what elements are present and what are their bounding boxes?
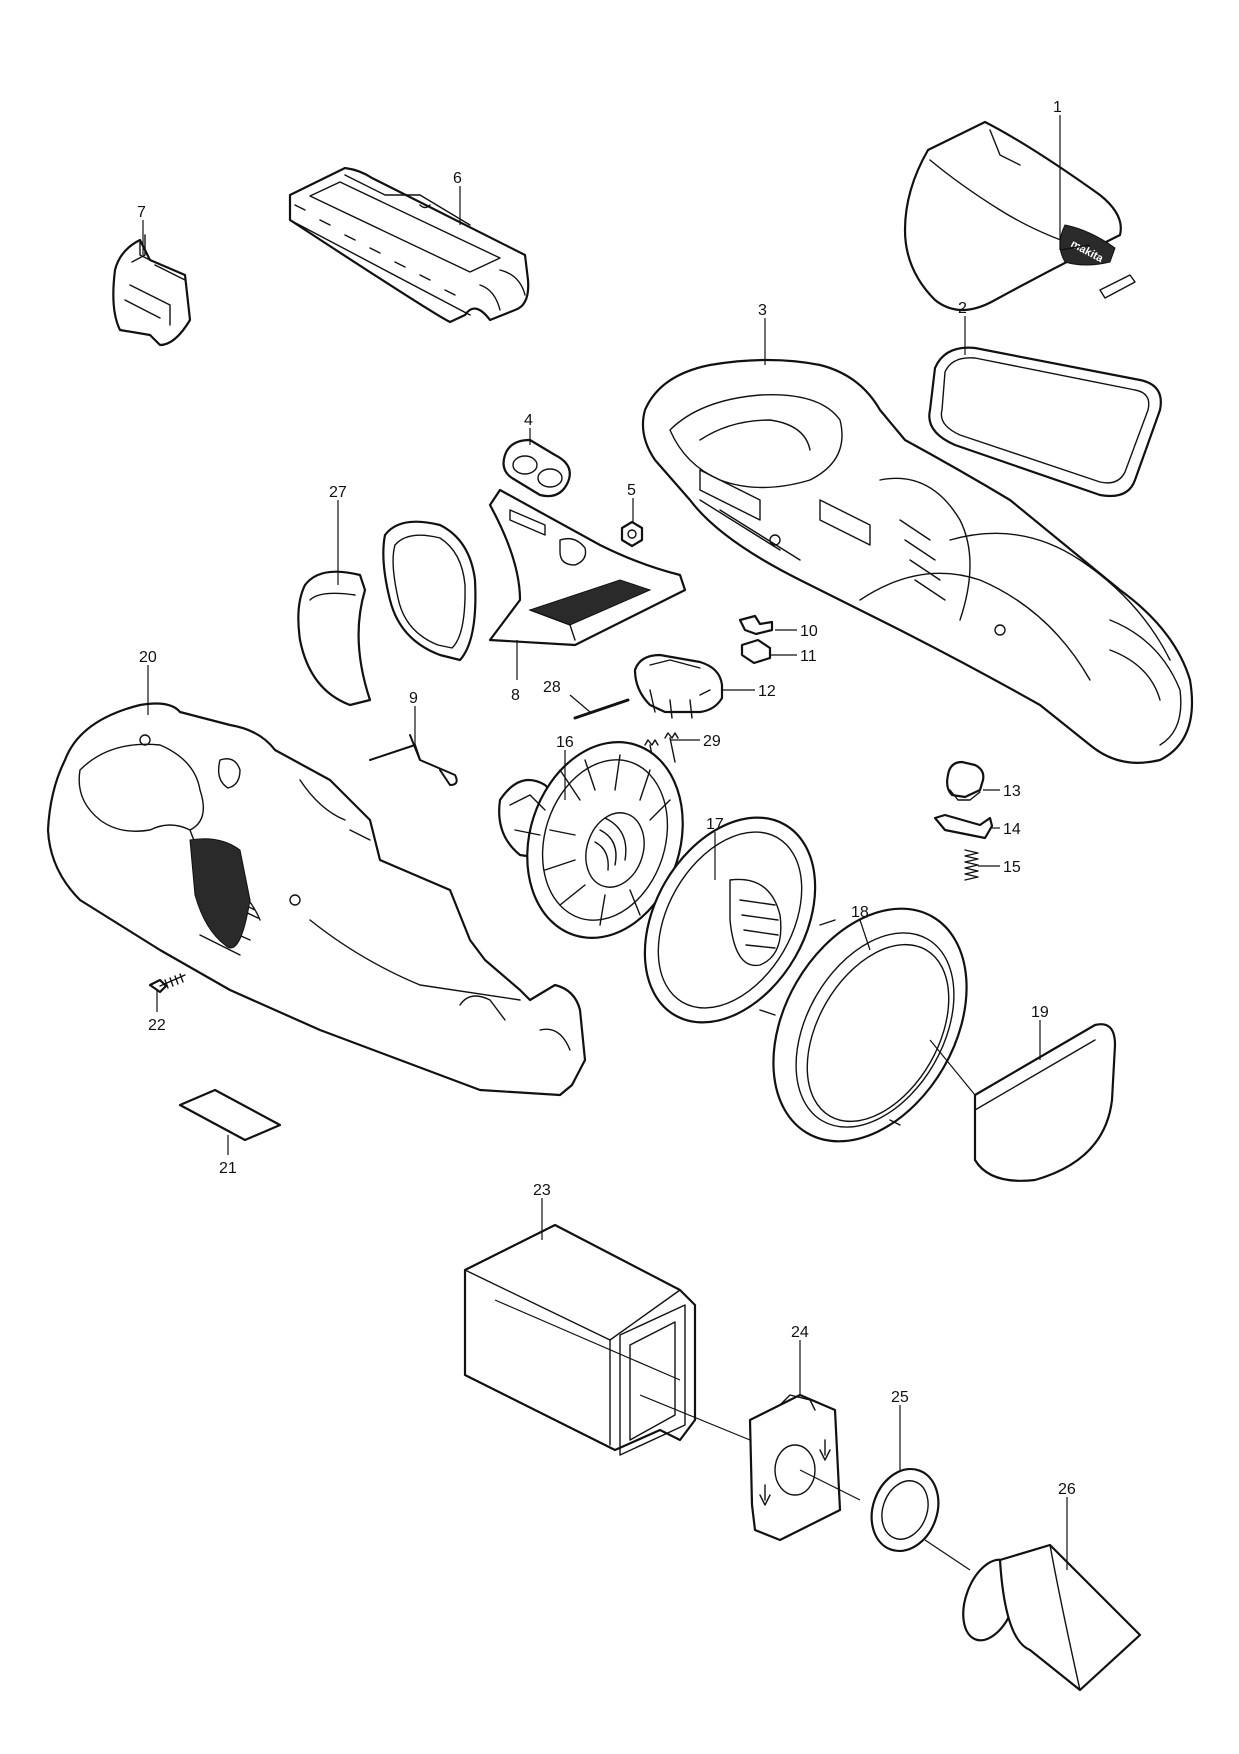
callout-7: 7: [137, 204, 146, 221]
callout-27: 27: [329, 484, 347, 501]
callout-13: 13: [1003, 783, 1021, 800]
callout-10: 10: [800, 623, 818, 640]
part-14-lever: [933, 813, 994, 840]
callout-4: 4: [524, 412, 533, 429]
part-15-spring: [964, 849, 979, 881]
part-20-housing: [46, 702, 587, 1097]
callout-17: 17: [706, 816, 724, 833]
part-2-seal-ring: [928, 346, 1162, 498]
part-29-springs: [645, 732, 679, 770]
callout-15: 15: [1003, 859, 1021, 876]
callout-24: 24: [791, 1324, 809, 1341]
part-3-housing: [641, 358, 1194, 764]
callout-14: 14: [1003, 821, 1021, 838]
callout-18: 18: [851, 904, 869, 921]
callout-25: 25: [891, 1389, 909, 1406]
part-27-filter-frame: [382, 520, 477, 662]
part-23-dust-bag: [463, 1223, 697, 1456]
callout-16: 16: [556, 734, 574, 751]
callout-8: 8: [511, 687, 520, 704]
callout-28: 28: [543, 679, 561, 696]
callout-2: 2: [958, 300, 967, 317]
part-4-gasket: [502, 438, 571, 498]
callout-19: 19: [1031, 1004, 1049, 1021]
callout-11: 11: [800, 648, 817, 665]
part-13-switch-button: [946, 760, 985, 801]
callout-9: 9: [409, 690, 418, 707]
callout-1: 1: [1053, 99, 1062, 116]
part-5-nut: [620, 520, 644, 548]
part-26-nozzle: [962, 1543, 1142, 1692]
part-9-wire-clip: [369, 734, 458, 786]
callout-23: 23: [533, 1182, 551, 1199]
part-17-filter-cover: [643, 816, 817, 1024]
callout-6: 6: [453, 170, 462, 187]
part-11-block: [740, 638, 772, 665]
part-8-filter-plate: [488, 488, 687, 647]
callout-3: 3: [758, 302, 767, 319]
part-12-switch-housing: [633, 653, 724, 719]
part-1-top-cover: makita: [903, 120, 1136, 311]
part-22-screw: [148, 973, 186, 994]
part-27-paper-filter: [297, 570, 372, 707]
part-19-filter-pad: [973, 1023, 1117, 1182]
part-18-ring: [759, 907, 968, 1143]
callout-29: 29: [703, 733, 721, 750]
callout-20: 20: [139, 649, 157, 666]
leader-lines: [142, 115, 1091, 1571]
callout-12: 12: [758, 683, 776, 700]
callout-21: 21: [219, 1160, 237, 1177]
part-7-bracket: [112, 234, 192, 347]
part-25-ring: [870, 1467, 940, 1553]
part-24-bag-holder: [748, 1393, 842, 1542]
part-10-clip: [738, 614, 774, 636]
callout-22: 22: [148, 1017, 166, 1034]
part-21-label: [178, 1088, 282, 1142]
callout-26: 26: [1058, 1481, 1076, 1498]
callout-labels: 1 2 3 4 5 6 7 8 9 10 11 12 13 14 15 16 1…: [137, 99, 1076, 1498]
part-28-pin: [573, 698, 630, 720]
part-6-battery: [288, 166, 530, 324]
callout-5: 5: [627, 482, 636, 499]
part-16-motor: [498, 741, 684, 939]
